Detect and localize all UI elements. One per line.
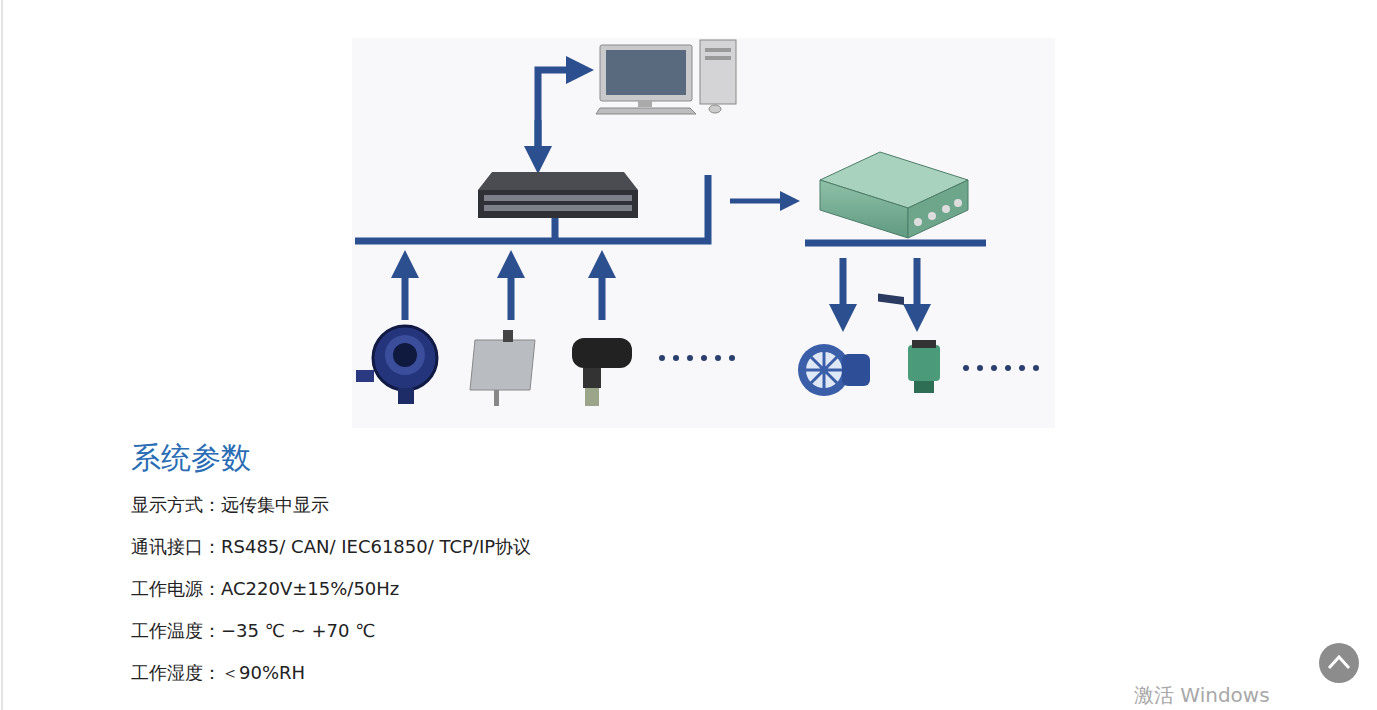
humidity-sensor <box>470 330 535 406</box>
parameter-line: 工作电源：AC220V±15%/50Hz <box>131 577 399 601</box>
computer-icon <box>596 40 736 114</box>
parameter-line: 通讯接口：RS485/ CAN/ IEC61850/ TCP/IP协议 <box>131 535 531 559</box>
parameter-line: 工作温度：−35 ℃ ~ +70 ℃ <box>131 619 375 643</box>
pump-icon <box>908 340 940 393</box>
network-wires <box>355 70 986 320</box>
fan-icon <box>798 344 870 396</box>
detector-sensor <box>572 338 632 406</box>
parameter-line: 工作湿度：＜90%RH <box>131 661 305 685</box>
section-title: 系统参数 <box>131 438 251 478</box>
scroll-top-button <box>1319 643 1359 683</box>
gas-detector <box>356 326 437 404</box>
watermark: 激活 Windows <box>1134 682 1270 708</box>
network-switch <box>478 172 638 218</box>
control-box <box>820 152 968 305</box>
parameter-line: 显示方式：远传集中显示 <box>131 493 329 517</box>
